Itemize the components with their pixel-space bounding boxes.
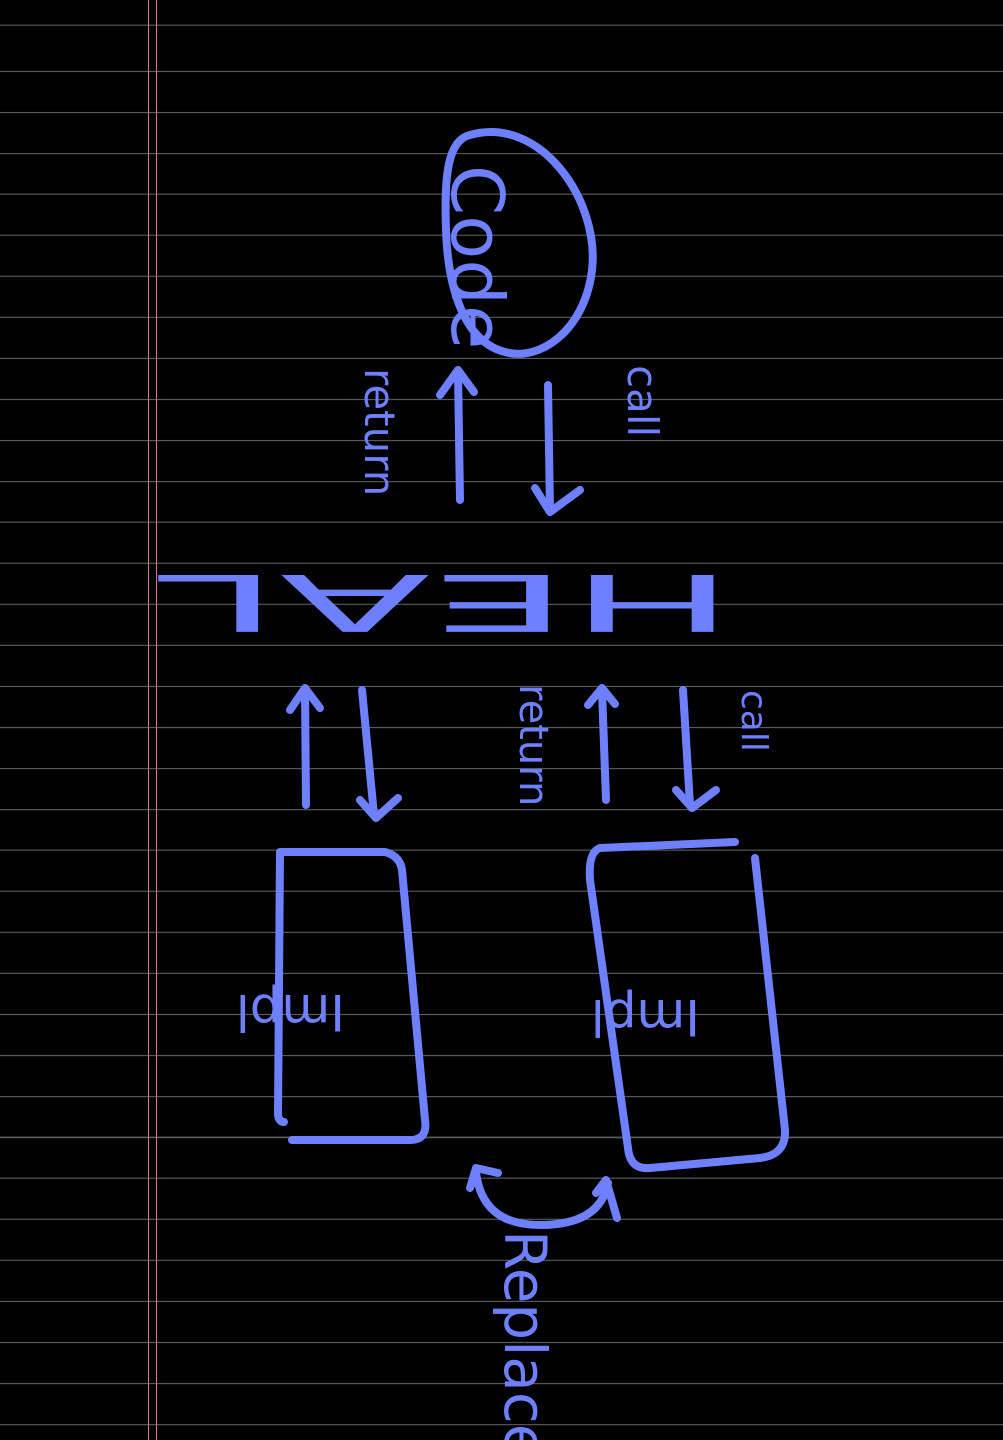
code-node-label: Code: [435, 165, 519, 349]
right-call-arrow: [679, 686, 694, 809]
code-node-ellipse: [441, 128, 597, 358]
right-return-arrowhead: [584, 684, 619, 709]
replace-left-arrowhead: [466, 1164, 502, 1192]
replace-right-arrowhead: [592, 1176, 621, 1222]
left-impl-box: [274, 848, 430, 1144]
left-impl-label: Impl: [236, 983, 345, 1041]
left-down-arrow: [358, 686, 378, 819]
top-return-arrowhead: [436, 366, 478, 399]
top-return-arrow: [454, 368, 464, 504]
right-call-arrowhead: [672, 786, 720, 812]
right-impl-box: [585, 838, 790, 1173]
left-up-arrow: [301, 686, 310, 809]
top-call-arrow: [544, 381, 554, 514]
left-down-arrowhead: [356, 794, 402, 822]
margin-line-right: [156, 0, 157, 1440]
right-impl-label: Impl: [591, 988, 700, 1046]
margin-line-left: [148, 0, 149, 1440]
middle-layer-label: HEAL: [155, 556, 735, 646]
replace-bracket: [472, 1168, 612, 1229]
top-return-label: return: [355, 368, 404, 496]
top-call-arrowhead: [531, 484, 584, 516]
right-return-arrow: [598, 686, 610, 804]
right-return-label: return: [510, 684, 556, 806]
right-call-label: call: [733, 690, 774, 752]
replace-label: Replace: [491, 1230, 559, 1440]
left-up-arrowhead: [286, 684, 324, 714]
top-call-label: call: [618, 365, 667, 437]
